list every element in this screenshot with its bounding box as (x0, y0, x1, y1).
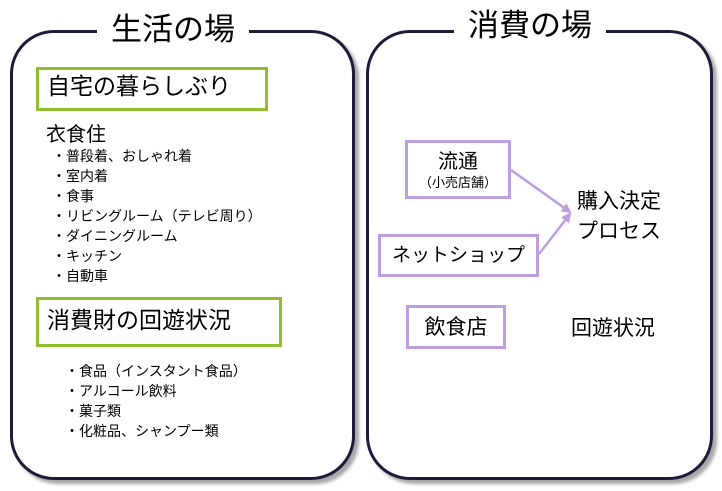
list-item: リビングルーム（テレビ周り） (52, 207, 262, 227)
decision-line-2: プロセス (577, 219, 661, 243)
retail-label: 流通 (438, 149, 478, 173)
online-shop-box: ネットショップ (378, 234, 539, 277)
list-item: 化粧品、シャンプー類 (65, 422, 247, 442)
consumption-panel-title: 消費の場 (454, 8, 606, 44)
living-panel-title: 生活の場 (97, 12, 249, 48)
list-item: 室内着 (52, 167, 262, 187)
list-item: ダイニングルーム (52, 227, 262, 247)
circulation-status-label: 回遊状況 (571, 316, 655, 340)
purchase-decision-process: 購入決定 プロセス (577, 186, 661, 246)
restaurant-box: 飲食店 (406, 305, 506, 349)
home-lifestyle-box: 自宅の暮らしぶり (36, 67, 268, 111)
clothing-food-housing-heading: 衣食住 (46, 122, 106, 146)
list-item: 普段着、おしゃれ着 (52, 147, 262, 167)
online-to-decision-arrow (538, 212, 572, 255)
list-item: キッチン (52, 247, 262, 267)
goods-items-list: 食品（インスタント食品） アルコール飲料 菓子類 化粧品、シャンプー類 (65, 362, 247, 442)
list-item: 自動車 (52, 267, 262, 287)
list-item: アルコール飲料 (65, 382, 247, 402)
list-item: 食事 (52, 187, 262, 207)
home-items-list: 普段着、おしゃれ着 室内着 食事 リビングルーム（テレビ周り） ダイニングルーム… (52, 147, 262, 287)
retail-to-decision-arrow (510, 168, 572, 214)
consumer-goods-circulation-box: 消費財の回遊状況 (36, 297, 282, 347)
retail-sub-label: （小売店舗） (418, 176, 497, 191)
list-item: 菓子類 (65, 402, 247, 422)
decision-line-1: 購入決定 (577, 189, 661, 213)
list-item: 食品（インスタント食品） (65, 362, 247, 382)
retail-box: 流通 （小売店舗） (405, 140, 511, 199)
